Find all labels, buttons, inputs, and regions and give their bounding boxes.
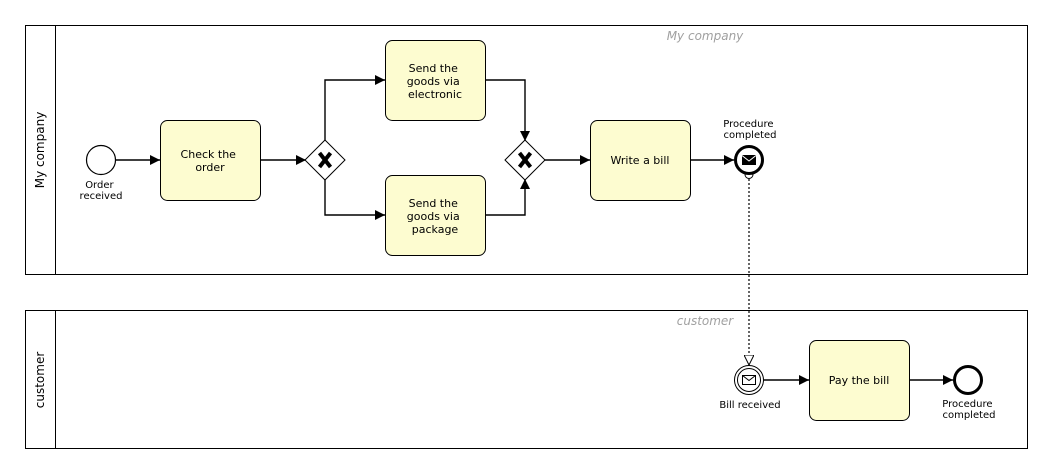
- task-send-goods-electronic-line-1: Send the: [409, 62, 458, 75]
- bill-received-label: Bill received: [719, 400, 780, 411]
- intermediate-event-bill-received[interactable]: Bill received: [719, 365, 781, 412]
- task-check-the-order-box[interactable]: [160, 120, 261, 201]
- exclusive-gateway-x-icon: [517, 151, 533, 169]
- task-send-goods-package-line-2: goods via: [407, 210, 460, 223]
- task-pay-the-bill-line-1: Pay the bill: [829, 374, 890, 387]
- task-send-goods-electronic-line-3: electronic: [408, 88, 462, 101]
- order-received-label: Order received: [80, 180, 123, 202]
- procedure-completed-customer-line-1: Procedure: [942, 399, 992, 410]
- sequence-flows: [116, 75, 953, 385]
- task-check-the-order-label: Check the order: [181, 148, 240, 174]
- start-event-circle[interactable]: [85, 144, 117, 176]
- pool-customer-label: customer: [33, 352, 47, 409]
- task-send-goods-package[interactable]: Send the goods via package: [385, 175, 486, 256]
- exclusive-gateway-x-icon: [317, 151, 333, 169]
- task-send-goods-electronic[interactable]: Send the goods via electronic: [385, 40, 486, 121]
- start-event-order-received[interactable]: Order received: [80, 144, 123, 203]
- end-event-customer-circle[interactable]: [953, 365, 983, 395]
- task-write-a-bill-label: Write a bill: [611, 154, 670, 167]
- gateway-join[interactable]: [504, 139, 546, 181]
- flow-split-to-electronic[interactable]: [324, 75, 385, 141]
- bill-received-inner-circle: [737, 368, 761, 392]
- gateway-split[interactable]: [304, 139, 346, 181]
- order-received-label-line-2: received: [80, 191, 123, 202]
- bill-received-label-line-1: Bill received: [719, 400, 780, 411]
- task-write-a-bill-line-1: Write a bill: [611, 154, 670, 167]
- task-check-the-order-line-1: Check the: [181, 148, 237, 161]
- envelope-outline-icon: [742, 375, 756, 385]
- flow-split-to-package[interactable]: [324, 179, 385, 220]
- task-send-goods-electronic-label: Send the goods via electronic: [407, 62, 463, 101]
- task-send-goods-package-box[interactable]: [385, 175, 486, 256]
- flow-electronic-to-join[interactable]: [486, 79, 530, 141]
- task-send-goods-package-label: Send the goods via package: [407, 197, 463, 236]
- task-pay-the-bill[interactable]: Pay the bill: [809, 340, 910, 421]
- end-event-procedure-completed-company[interactable]: Procedure completed: [723, 119, 777, 175]
- task-pay-the-bill-label: Pay the bill: [829, 374, 890, 387]
- pool-my-company-watermark: My company: [667, 29, 744, 43]
- task-send-goods-electronic-box[interactable]: [385, 40, 486, 121]
- task-write-a-bill-box[interactable]: [590, 120, 691, 201]
- task-send-goods-electronic-line-2: goods via: [407, 75, 460, 88]
- pool-my-company-label: My company: [33, 112, 47, 189]
- end-event-procedure-completed-customer[interactable]: Procedure completed: [942, 365, 996, 422]
- flow-package-to-join[interactable]: [486, 179, 530, 216]
- task-check-the-order-line-2: order: [195, 161, 225, 174]
- task-pay-the-bill-box[interactable]: [809, 340, 910, 421]
- envelope-filled-icon: [741, 155, 757, 165]
- procedure-completed-customer-label: Procedure completed: [942, 399, 995, 421]
- task-write-a-bill[interactable]: Write a bill: [590, 120, 691, 201]
- order-received-label-line-1: Order: [85, 180, 114, 191]
- task-send-goods-package-line-3: package: [412, 223, 459, 236]
- procedure-completed-company-line-1: Procedure: [723, 119, 773, 130]
- task-check-the-order[interactable]: Check the order: [160, 120, 261, 201]
- procedure-completed-company-label: Procedure completed: [723, 119, 776, 141]
- task-send-goods-package-line-1: Send the: [409, 197, 458, 210]
- procedure-completed-company-line-2: completed: [723, 130, 776, 141]
- pool-customer-watermark: customer: [677, 314, 735, 328]
- procedure-completed-customer-line-2: completed: [942, 410, 995, 421]
